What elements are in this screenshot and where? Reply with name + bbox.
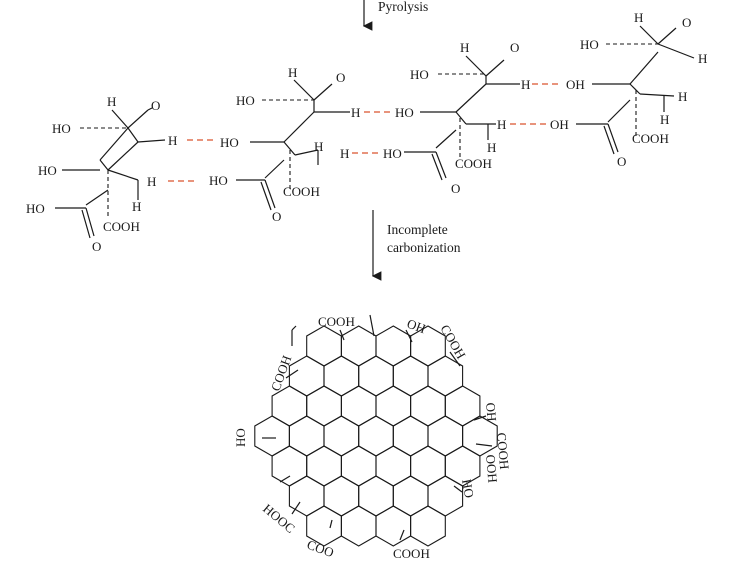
- svg-text:H: H: [521, 77, 530, 92]
- svg-text:HO: HO: [236, 93, 255, 108]
- svg-text:O: O: [151, 98, 160, 113]
- carbon-ring: [323, 355, 360, 397]
- lattice-cooh-right: COOH: [494, 432, 512, 470]
- svg-text:H: H: [147, 174, 156, 189]
- svg-text:O: O: [272, 209, 281, 224]
- carbon-ring: [323, 415, 360, 457]
- carbonization-step: Incomplete carbonization: [371, 210, 461, 281]
- carbon-ring: [392, 355, 429, 397]
- svg-text:H: H: [660, 112, 669, 127]
- svg-text:H: H: [314, 139, 323, 154]
- carbon-ring: [340, 385, 377, 427]
- carbon-ring: [271, 445, 308, 487]
- svg-text:H: H: [678, 89, 687, 104]
- svg-text:COOH: COOH: [283, 184, 320, 199]
- molecule-3: H O HO H HO H H HO COOH O: [383, 40, 530, 196]
- svg-text:COOH: COOH: [455, 156, 492, 171]
- svg-text:O: O: [510, 40, 519, 55]
- carbon-ring: [340, 505, 377, 547]
- molecule-1: H O HO H HO H H HO COOH O: [26, 94, 177, 254]
- carbon-ring: [358, 355, 394, 397]
- lattice-coo-bottom: COO: [305, 537, 336, 560]
- svg-text:H: H: [497, 117, 506, 132]
- svg-text:HO: HO: [220, 135, 239, 150]
- svg-text:H: H: [132, 199, 141, 214]
- svg-text:H: H: [107, 94, 116, 109]
- svg-text:HO: HO: [26, 201, 45, 216]
- carbon-ring: [375, 505, 412, 547]
- edge-bonds: [262, 314, 493, 541]
- svg-text:H: H: [351, 105, 360, 120]
- carbon-ring: [410, 445, 446, 487]
- svg-text:HO: HO: [38, 163, 57, 178]
- svg-text:O: O: [617, 154, 626, 169]
- carbon-ring: [306, 445, 342, 487]
- svg-text:H: H: [698, 51, 707, 66]
- svg-text:O: O: [92, 239, 101, 254]
- carbon-ring: [427, 415, 464, 457]
- svg-text:HO: HO: [395, 105, 414, 120]
- lattice-cooh-top: COOH: [318, 314, 355, 329]
- svg-text:O: O: [682, 15, 691, 30]
- carbon-ring: [427, 475, 464, 517]
- svg-text:HO: HO: [580, 37, 599, 52]
- svg-text:COOH: COOH: [103, 219, 140, 234]
- svg-text:H: H: [168, 133, 177, 148]
- svg-text:H: H: [288, 65, 297, 80]
- carbon-ring: [358, 475, 394, 517]
- molecule-4: H O HO H OH H H OH COOH O: [550, 10, 707, 169]
- carbonization-label: carbonization: [387, 240, 461, 255]
- carbon-ring: [392, 415, 429, 457]
- carbon-ring: [254, 415, 290, 457]
- lattice-cooh-bottom: COOH: [393, 546, 430, 561]
- carbon-ring: [323, 475, 360, 517]
- lattice-cooh-topright: COOH: [437, 322, 468, 361]
- svg-text:OH: OH: [550, 117, 569, 132]
- lattice-oh-right: OH: [483, 402, 500, 422]
- carbon-ring: [375, 325, 412, 367]
- svg-text:OH: OH: [566, 77, 585, 92]
- pyrolysis-label: Pyrolysis: [378, 0, 428, 14]
- lattice-ho-left: HO: [233, 428, 248, 447]
- svg-text:H: H: [634, 10, 643, 25]
- carbon-ring: [306, 385, 342, 427]
- molecule-2: H O HO H HO H H HO COOH O: [209, 65, 360, 224]
- svg-text:HO: HO: [209, 173, 228, 188]
- pyrolysis-step: Pyrolysis: [362, 0, 428, 31]
- incomplete-label: Incomplete: [387, 222, 448, 237]
- carbon-ring: [392, 475, 429, 517]
- svg-text:HO: HO: [383, 146, 402, 161]
- carbon-ring: [375, 385, 412, 427]
- carbon-ring: [375, 445, 412, 487]
- svg-text:H: H: [340, 146, 349, 161]
- carbon-ring: [288, 355, 325, 397]
- svg-text:COOH: COOH: [632, 131, 669, 146]
- carbon-ring: [340, 445, 377, 487]
- svg-text:O: O: [336, 70, 345, 85]
- svg-text:HO: HO: [410, 67, 429, 82]
- lattice-ho-lowerright: HO: [459, 478, 477, 499]
- carbon-ring: [410, 385, 446, 427]
- carbon-ring: [306, 325, 342, 367]
- svg-text:H: H: [460, 40, 469, 55]
- lattice-oh-top: OH: [405, 316, 428, 337]
- carbon-ring: [462, 415, 498, 457]
- carbon-ring: [340, 325, 377, 367]
- lattice-ooh-right: OOH: [483, 454, 500, 483]
- svg-text:HO: HO: [52, 121, 71, 136]
- carbon-ring: [410, 505, 446, 547]
- carbon-ring: [358, 415, 394, 457]
- carbon-dot-lattice: [254, 325, 498, 547]
- lattice-hooc-lowerleft: HOOC: [260, 501, 298, 536]
- carbon-ring: [288, 415, 325, 457]
- svg-text:O: O: [451, 181, 460, 196]
- svg-text:H: H: [487, 140, 496, 155]
